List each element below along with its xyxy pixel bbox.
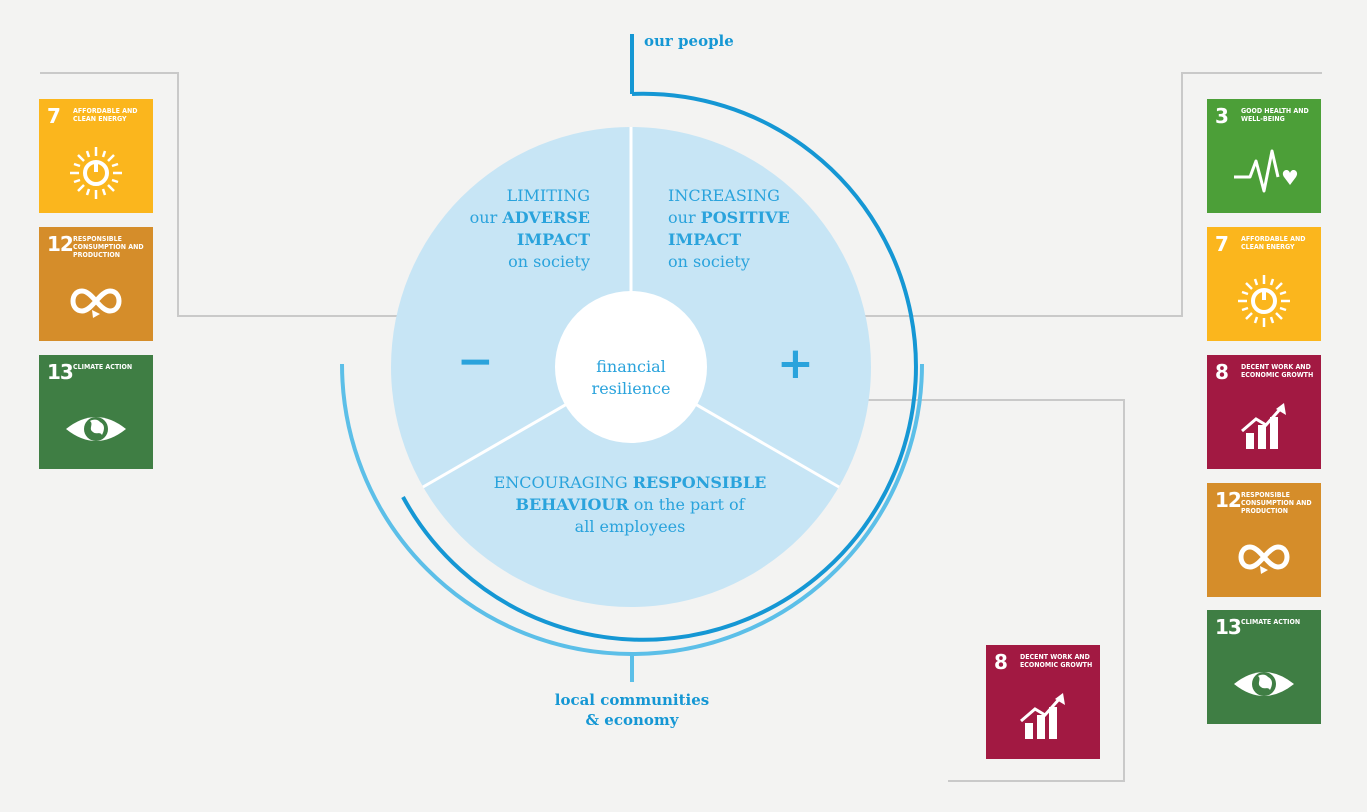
infinity-icon <box>39 267 153 337</box>
sdg-card-3: 3 Good health and well-being <box>1207 99 1321 213</box>
growth-chart-icon <box>1240 401 1288 451</box>
segment-encouraging-line3: all employees <box>574 517 686 536</box>
label-our-people: our people <box>644 32 734 50</box>
sdg-card-8: 8 Decent work and economic growth <box>1207 355 1321 469</box>
sdg-card-12: 12Responsible consumption and production <box>1207 483 1321 597</box>
label-local-communities-line1: local communities <box>554 691 710 709</box>
segment-limiting-line3: IMPACT <box>440 229 590 251</box>
sdg-title: Good health and well-being <box>1241 107 1309 123</box>
sdg-card-7: 7 Affordable and clean energy <box>39 99 153 213</box>
segment-encouraging-line1-pre: ENCOURAGING <box>493 473 633 492</box>
growth-chart-icon <box>1019 691 1067 741</box>
connector-bottom <box>663 399 1125 782</box>
infinity-icon <box>1207 523 1321 593</box>
connector-right <box>818 72 1322 317</box>
segment-encouraging: ENCOURAGING RESPONSIBLE BEHAVIOUR on the… <box>470 472 790 538</box>
minus-sign: − <box>457 336 494 387</box>
label-local-communities-line2: & economy <box>585 711 679 729</box>
segment-increasing-line2-pre: our <box>668 208 701 227</box>
sdg-number: 8 <box>1215 360 1229 384</box>
segment-increasing-line3-bold: IMPACT <box>668 230 742 249</box>
connector-left <box>40 72 500 317</box>
segment-limiting: LIMITING our ADVERSE IMPACT on society <box>440 185 590 273</box>
eye-globe-icon <box>66 417 126 441</box>
segment-encouraging-line1-bold: RESPONSIBLE <box>632 473 767 492</box>
sdg-card-13: 13Climate action <box>1207 610 1321 724</box>
center-label-line2: resilience <box>591 379 671 398</box>
sdg-number: 13 <box>47 360 74 384</box>
sdg-number: 12 <box>1215 488 1242 512</box>
sdg-number: 7 <box>47 104 61 128</box>
segment-increasing-line1: INCREASING <box>668 186 780 205</box>
segment-limiting-line2-bold: ADVERSE <box>502 208 590 227</box>
sdg-title: Decent work and economic growth <box>1241 363 1314 379</box>
segment-encouraging-line2-bold: BEHAVIOUR <box>515 495 629 514</box>
sdg-number: 12 <box>47 232 74 256</box>
plus-sign: + <box>777 338 814 389</box>
eye-globe-icon <box>1234 672 1294 696</box>
sdg-number: 13 <box>1215 615 1242 639</box>
sdg-card-7: 7 Affordable and clean energy <box>1207 227 1321 341</box>
center-circle <box>555 291 707 443</box>
sdg-title: Climate action <box>1241 618 1301 626</box>
segment-increasing-line4: on society <box>668 252 750 271</box>
sun-power-icon <box>68 145 124 201</box>
segment-increasing-line3: IMPACT <box>668 229 838 251</box>
sun-power-icon <box>1236 273 1292 329</box>
sdg-card-12: 12Responsible consumption and production <box>39 227 153 341</box>
segment-encouraging-line2-post: on the part of <box>628 495 745 514</box>
segment-increasing-line2-bold: POSITIVE <box>700 208 790 227</box>
sdg-card-8: 8 Decent work and economic growth <box>986 645 1100 759</box>
sdg-number: 8 <box>994 650 1008 674</box>
label-local-communities: local communities & economy <box>536 690 728 730</box>
segment-limiting-line4: on society <box>508 252 590 271</box>
sdg-title: Responsible consumption and production <box>73 235 144 259</box>
sdg-title: Affordable and clean energy <box>1241 235 1306 251</box>
segment-limiting-line1: LIMITING <box>506 186 590 205</box>
sdg-title: Responsible consumption and production <box>1241 491 1312 515</box>
sdg-title: Decent work and economic growth <box>1020 653 1093 669</box>
segment-limiting-line2-pre: our <box>469 208 503 227</box>
sdg-number: 7 <box>1215 232 1229 256</box>
arc-our-people <box>401 91 918 642</box>
center-label: financial resilience <box>556 303 706 453</box>
arc-local-communities <box>340 363 924 656</box>
sdg-title: Affordable and clean energy <box>73 107 138 123</box>
segment-limiting-line3-bold: IMPACT <box>516 230 590 249</box>
sdg-title: Climate action <box>73 363 133 371</box>
sdg-card-13: 13Climate action <box>39 355 153 469</box>
sdg-number: 3 <box>1215 104 1229 128</box>
segment-increasing: INCREASING our POSITIVE IMPACT on societ… <box>668 185 838 273</box>
center-label-line1: financial <box>596 357 666 376</box>
heartbeat-icon <box>1232 149 1299 193</box>
